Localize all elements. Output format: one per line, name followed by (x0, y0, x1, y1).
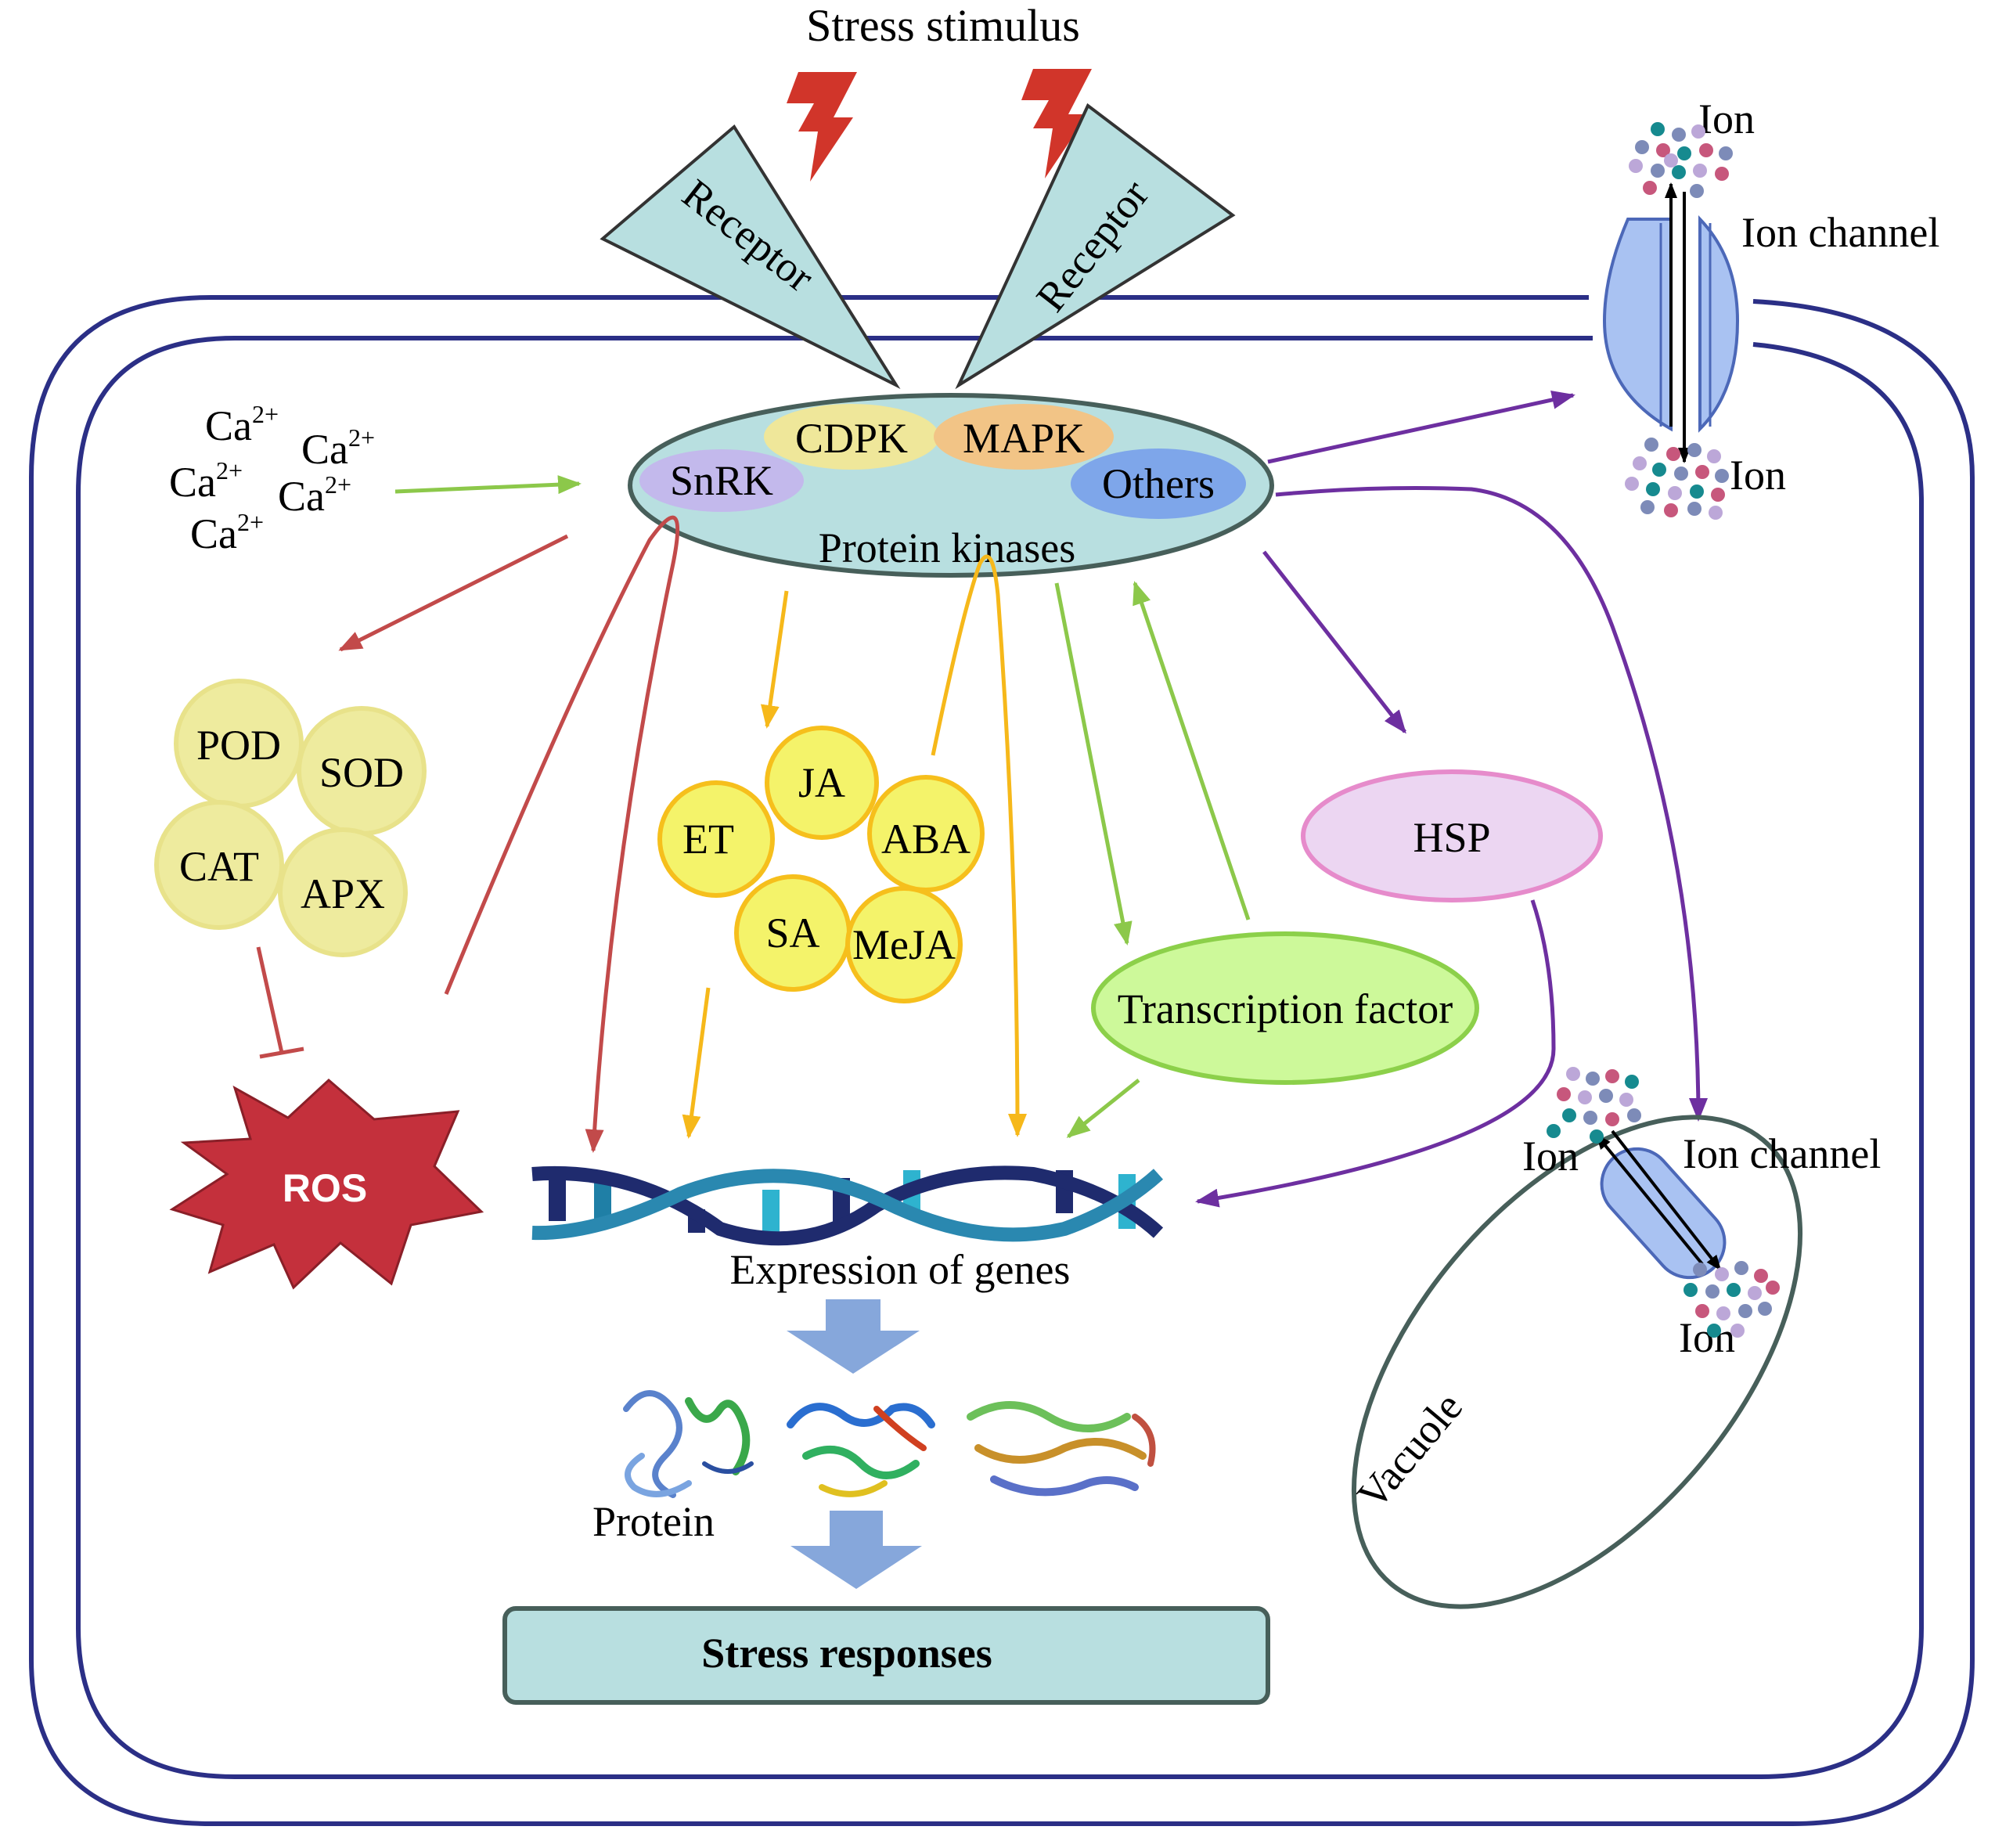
vacuole-ion-channel: Ion channel Ion Ion (1522, 1129, 1881, 1361)
ros-label: ROS (283, 1166, 367, 1210)
inhibit-enzymes-to-ros (256, 946, 284, 1054)
aba-circle (867, 775, 985, 892)
transcription-factor: Transcription factor (1091, 931, 1479, 1085)
receptor-right: Receptor (955, 103, 1236, 390)
ion-cluster-bottom (1625, 438, 1729, 520)
mapk-label: MAPK (963, 415, 1085, 462)
vacuole-ion-flow-arrow (1611, 1129, 1722, 1271)
stress-stimulus-label: Stress stimulus (806, 0, 1080, 51)
vacuole-ion-cluster-bottom (1684, 1261, 1780, 1338)
arrow-tf-to-genes (1066, 1079, 1140, 1138)
meja-label: MeJA (852, 921, 956, 968)
hsp: HSP (1301, 769, 1603, 902)
plasma-membrane (76, 336, 1924, 1779)
ion-in-label: Ion (1730, 452, 1786, 499)
protein-kinases: CDPK MAPK SnRK Others Protein kinases (628, 393, 1274, 578)
arrow-kinases-to-membrane-channel (1267, 391, 1575, 464)
apx-label: APX (301, 870, 385, 917)
others-ellipse (1071, 448, 1246, 519)
vacuole-ion-flow-arrow (1595, 1133, 1704, 1266)
vacuole-ion-inside-label: Ion (1679, 1314, 1735, 1361)
et-label: ET (682, 816, 734, 863)
hsp-label: HSP (1413, 814, 1490, 861)
arrow-kinases-to-tf (1054, 582, 1133, 946)
protein-structure-icon (787, 1403, 935, 1497)
cell-wall (29, 295, 1975, 1826)
pod-label: POD (196, 722, 281, 769)
aba-label: ABA (881, 816, 970, 863)
lightning-bolt-right-icon (1021, 69, 1092, 178)
ros-burst: ROS (169, 1078, 484, 1290)
apx-circle (278, 827, 408, 957)
calcium-ion: Ca2+ (205, 400, 279, 449)
calcium-ion: Ca2+ (169, 456, 243, 506)
meja-circle (845, 886, 963, 1003)
block-arrow-protein-to-response (790, 1511, 922, 1589)
arrows-red (256, 515, 680, 1153)
sod-label: SOD (319, 749, 404, 796)
cat-label: CAT (179, 843, 259, 890)
arrow-kinases-to-hormones (760, 590, 789, 729)
cat-circle (154, 800, 284, 930)
mapk-ellipse (934, 404, 1114, 470)
lightning-bolt-left-icon (787, 72, 857, 182)
cdpk-label: CDPK (795, 415, 908, 462)
vacuole-ion-outside-label: Ion (1522, 1133, 1579, 1180)
vacuole-ion-cluster-top (1547, 1067, 1641, 1144)
protein-structure-icon (967, 1401, 1156, 1497)
ros-star-icon (169, 1078, 484, 1290)
arrow-hsp-to-genes (1195, 899, 1556, 1208)
dna-helix-icon (531, 1165, 1164, 1246)
membrane-ion-channel-label: Ion channel (1741, 209, 1939, 256)
arrows-green (394, 475, 1251, 1138)
protein-kinases-label: Protein kinases (819, 524, 1075, 571)
arrows-orange (682, 554, 1027, 1139)
protein-structure-icon (623, 1390, 754, 1498)
cdpk-ellipse (764, 404, 939, 470)
receptor-left: Receptor (600, 124, 901, 389)
hormones: JA ET ABA SA MeJA (657, 726, 985, 1003)
calcium-ion: Ca2+ (190, 508, 264, 557)
transcription-factor-label: Transcription factor (1118, 985, 1453, 1032)
calcium-ions: Ca2+ Ca2+ Ca2+ Ca2+ Ca2+ (169, 400, 375, 557)
ja-label: JA (798, 759, 845, 806)
vacuole-ion-channel-label: Ion channel (1683, 1130, 1881, 1177)
arrow-hormones-to-genes (682, 987, 711, 1139)
arrow-kinases-to-hsp (1262, 550, 1406, 734)
arrow-calcium-to-kinases (394, 475, 582, 495)
arrows-purple (1195, 391, 1708, 1208)
calcium-ion: Ca2+ (301, 423, 375, 473)
ja-circle (765, 726, 879, 840)
stress-responses-label: Stress responses (701, 1630, 992, 1677)
ion-out-label: Ion (1698, 95, 1755, 142)
arrow-aba-kinases-to-genes (931, 554, 1027, 1137)
stress-responses-box: Stress responses (502, 1606, 1270, 1705)
ion-cluster-top (1629, 122, 1733, 198)
membrane-ion-channel: Ion channel Ion Ion (1602, 95, 1939, 499)
et-circle (657, 780, 775, 898)
arrow-kinases-to-enzymes (338, 534, 569, 652)
arrow-kinases-to-vacuole-channel (1275, 486, 1708, 1122)
arrow-ros-to-genes (444, 515, 680, 1153)
arrow-tf-to-kinases (1133, 581, 1251, 920)
inhibit-bar (259, 1046, 304, 1059)
snrk-label: SnRK (670, 457, 773, 504)
sa-label: SA (765, 910, 819, 956)
antioxidant-enzymes: POD SOD CAT APX (154, 679, 427, 957)
protein-label: Protein (592, 1498, 715, 1545)
vacuole-label: Vacuole (1348, 1384, 1471, 1518)
block-arrow-genes-to-protein (787, 1299, 920, 1374)
calcium-ion: Ca2+ (278, 470, 351, 520)
snrk-ellipse (639, 449, 804, 512)
gene-expression-label: Expression of genes (730, 1246, 1071, 1293)
others-label: Others (1102, 460, 1215, 507)
